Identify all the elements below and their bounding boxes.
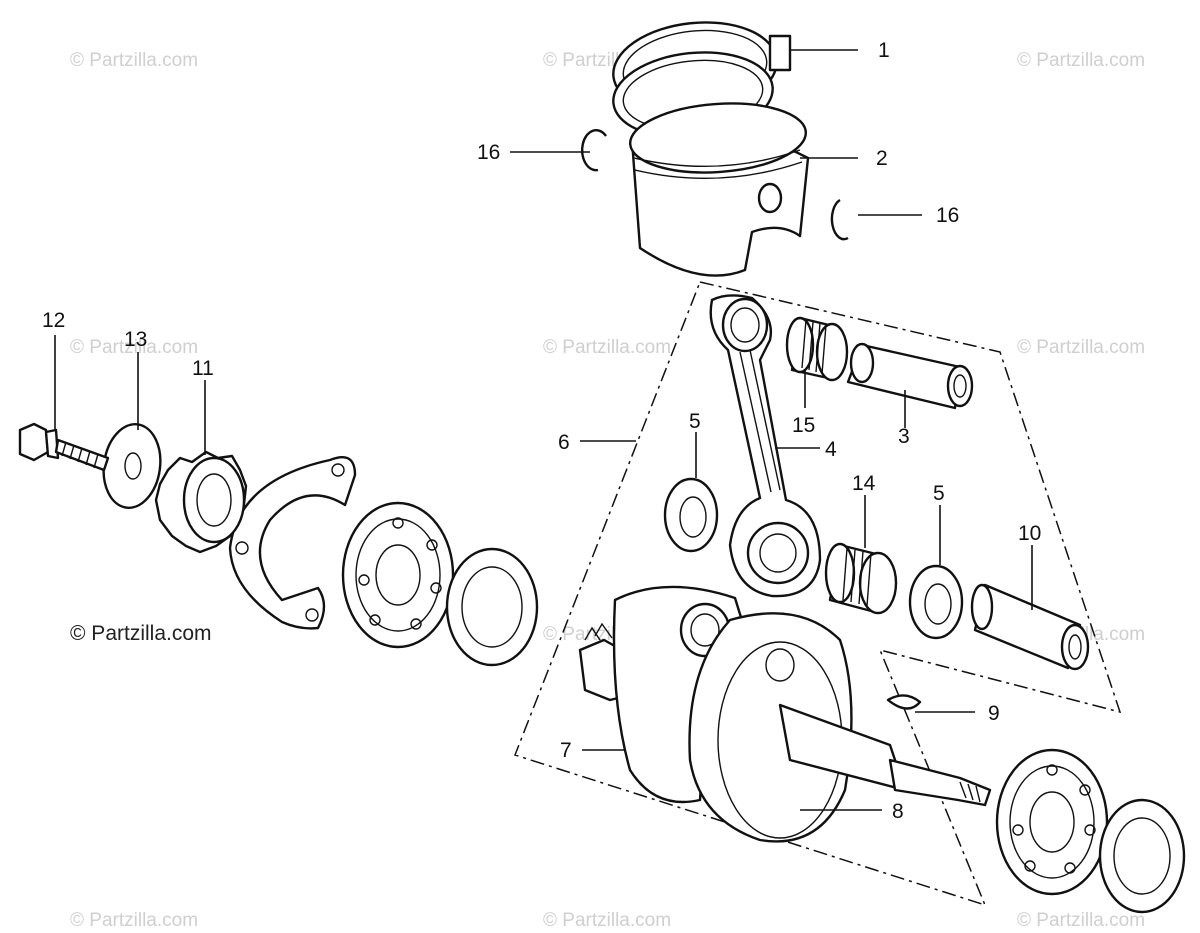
callout-5-right: 5 — [933, 482, 945, 505]
watermark: © Partzilla.com — [543, 337, 671, 358]
watermark: © Partzilla.com — [1017, 50, 1145, 71]
crank-pin — [970, 583, 1090, 671]
watermark: © Partzilla.com — [70, 337, 198, 358]
callout-3: 3 — [898, 425, 910, 448]
callout-10: 10 — [1018, 522, 1041, 545]
connecting-rod — [709, 294, 822, 598]
lock-plate — [228, 455, 357, 630]
crank-assembly-outline — [514, 281, 1122, 907]
main-bearing-left — [341, 501, 455, 649]
circlip-right — [830, 198, 849, 241]
callout-13: 13 — [124, 328, 147, 351]
big-end-bearing — [824, 542, 898, 615]
watermark: © Partzilla.com — [543, 910, 671, 931]
circlip-left — [580, 129, 607, 172]
oil-seal-left — [445, 547, 539, 667]
bolt — [18, 422, 110, 472]
main-bearing-right — [995, 748, 1109, 896]
watermark: © Partzilla.com — [1017, 337, 1145, 358]
watermark: © Partzilla.com — [1017, 910, 1145, 931]
callout-11: 11 — [192, 357, 214, 380]
callout-12: 12 — [42, 309, 65, 332]
callout-6: 6 — [558, 431, 570, 454]
piston-pin — [846, 342, 974, 410]
callout-4: 4 — [825, 438, 837, 461]
crankshaft — [578, 585, 992, 843]
small-end-bearing — [785, 316, 849, 382]
callout-5-left: 5 — [689, 410, 701, 433]
callout-8: 8 — [892, 800, 904, 823]
callout-14: 14 — [852, 472, 876, 495]
callout-2: 2 — [876, 147, 888, 170]
drive-gear — [154, 450, 248, 554]
callout-15: 15 — [792, 414, 815, 437]
thrust-washer-right — [908, 564, 964, 640]
oil-seal-right — [1098, 798, 1186, 914]
callout-1: 1 — [878, 39, 890, 62]
leader-lines — [54, 49, 1033, 811]
piston — [628, 102, 810, 277]
callout-numbers: 1 2 16 16 12 13 11 15 4 3 6 5 14 5 10 9 … — [42, 39, 1041, 823]
watermark: © Partzilla.com — [70, 50, 198, 71]
thrust-washer-left — [663, 477, 719, 553]
callout-16-left: 16 — [477, 141, 500, 164]
callout-9: 9 — [988, 702, 1000, 725]
woodruff-key — [886, 694, 922, 710]
copyright-notice: © Partzilla.com — [70, 622, 212, 645]
callout-16-right: 16 — [936, 204, 959, 227]
watermark: © Partzilla.com — [70, 910, 198, 931]
callout-7: 7 — [560, 739, 572, 762]
